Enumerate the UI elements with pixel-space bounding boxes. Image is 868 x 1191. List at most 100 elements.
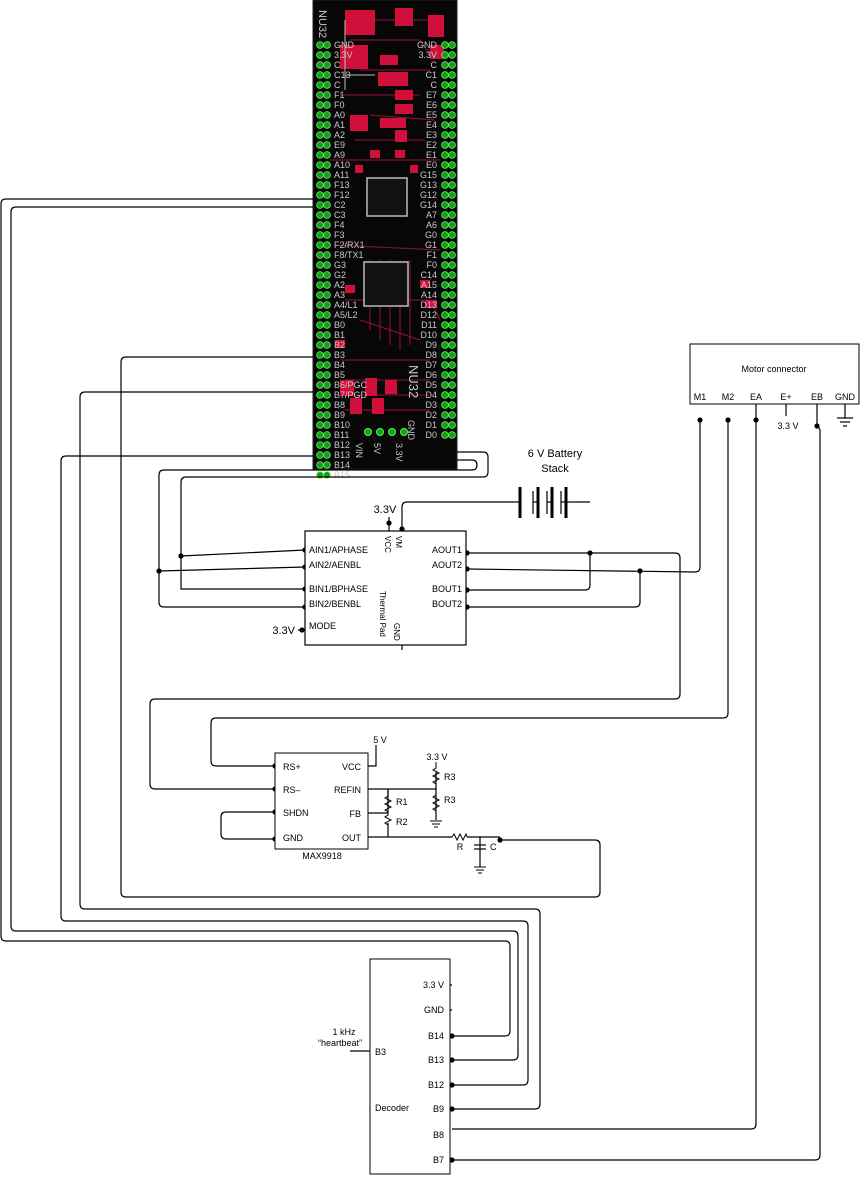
- nu32-left-pin-pad: [323, 131, 331, 139]
- nu32-left-pin-label: A3: [334, 290, 345, 300]
- nu32-left-pin-label: F0: [334, 100, 345, 110]
- nu32-right-pin-pad: [448, 71, 456, 79]
- nu32-right-pin-pad: [441, 251, 449, 259]
- nu32-left-pin-pad: [316, 281, 324, 289]
- nu32-right-pin-label: D0: [425, 430, 437, 440]
- nu32-left-pin-pad: [316, 151, 324, 159]
- nu32-left-pin-pad: [316, 211, 324, 219]
- nu32-left-pin-pad: [323, 431, 331, 439]
- nu32-left-pin-pad: [316, 81, 324, 89]
- driver-pin-ain1: AIN1/APHASE: [309, 545, 368, 555]
- nu32-right-pin-label: E3: [426, 130, 437, 140]
- nu32-right-pin-label: D7: [425, 360, 437, 370]
- motor-pin-m2: M2: [722, 392, 735, 402]
- nu32-right-pin-pad: [448, 171, 456, 179]
- nu32-right-pin-label: D2: [425, 410, 437, 420]
- nu32-right-pin-pads: [441, 41, 456, 439]
- nu32-right-pin-pad: [448, 151, 456, 159]
- motor-pin-ea: EA: [750, 392, 762, 402]
- nu32-left-pin-label: F13: [334, 180, 350, 190]
- driver-pin-vcc: VCC: [383, 536, 392, 553]
- battery-symbol: [513, 487, 573, 518]
- nu32-right-pin-pad: [441, 291, 449, 299]
- driver-gnd: GND: [392, 623, 401, 641]
- max-pin-refin: REFIN: [334, 785, 361, 795]
- nu32-left-pin-pad: [316, 91, 324, 99]
- nu32-bottom-header: VIN 5V 3.3V GND: [354, 420, 416, 462]
- nu32-left-pin-label: A2: [334, 280, 345, 290]
- nu32-right-pin-label: D11: [421, 320, 437, 330]
- nu32-left-pin-pad: [323, 51, 331, 59]
- driver-pin-ain2: AIN2/AENBL: [309, 560, 361, 570]
- nu32-right-pin-pad: [448, 261, 456, 269]
- nu32-left-pin-pad: [316, 381, 324, 389]
- nu32-right-pin-pad: [448, 131, 456, 139]
- nu32-left-pin-pad: [323, 151, 331, 159]
- motor-driver: AIN1/APHASE AIN2/AENBL BIN1/BPHASE BIN2/…: [304, 530, 467, 650]
- nu32-left-pin-pad: [316, 451, 324, 459]
- nu32-left-pin-pad: [316, 221, 324, 229]
- nu32-left-pin-pad: [316, 141, 324, 149]
- nu32-right-pin-label: E1: [426, 150, 437, 160]
- nu32-right-pin-label: C1: [425, 70, 437, 80]
- max-pin-shdn: SHDN: [283, 808, 309, 818]
- decoder-pin-b8: B8: [433, 1130, 444, 1140]
- nu32-left-pin-label: B0: [334, 320, 345, 330]
- nu32-right-pin-pad: [441, 321, 449, 329]
- nu32-left-pin-pad: [323, 231, 331, 239]
- nu32-right-pin-pad: [441, 91, 449, 99]
- nu32-left-pin-label: F1: [334, 90, 345, 100]
- nu32-right-pin-label: D1: [425, 420, 437, 430]
- nu32-left-pin-pad: [323, 61, 331, 69]
- nu32-right-pin-pad: [448, 291, 456, 299]
- nu32-right-pin-label: A7: [426, 210, 437, 220]
- ground-icon: [474, 866, 486, 874]
- nu32-left-pin-label: A10: [334, 160, 350, 170]
- driver-pin-mode: MODE: [309, 621, 336, 631]
- nu32-left-pin-label: 3.3V: [334, 50, 353, 60]
- nu32-left-pin-pad: [323, 221, 331, 229]
- nu32-right-pin-pad: [441, 281, 449, 289]
- nu32-right-pin-pad: [441, 241, 449, 249]
- nu32-left-pin-label: B5: [334, 370, 345, 380]
- driver-vcc-supply-label: 3.3V: [374, 504, 397, 516]
- nu32-left-pin-label: A1: [334, 120, 345, 130]
- motor-pin-gnd: GND: [835, 392, 856, 402]
- wires: [0, 198, 846, 1161]
- nu32-right-pin-pad: [441, 151, 449, 159]
- nu32-right-pin-label: G12: [420, 190, 437, 200]
- nu32-right-pin-pad: [448, 121, 456, 129]
- nu32-right-pin-pad: [441, 301, 449, 309]
- nu32-left-pin-label: A4/L1: [334, 300, 358, 310]
- nu32-left-pin-pad: [323, 361, 331, 369]
- nu32-right-pin-label: E4: [426, 120, 437, 130]
- nu32-left-pin-label: C2: [334, 200, 346, 210]
- nu32-left-pin-pad: [323, 421, 331, 429]
- nu32-right-pin-pad: [441, 341, 449, 349]
- nu32-left-pin-label: C3: [334, 210, 346, 220]
- nu32-left-pin-pad: [316, 131, 324, 139]
- nu32-right-pin-pad: [448, 421, 456, 429]
- nu32-right-pin-label: C: [431, 60, 438, 70]
- driver-pin-bin2: BIN2/BENBL: [309, 599, 361, 609]
- nu32-left-pin-pad: [316, 231, 324, 239]
- nu32-right-pin-pad: [441, 401, 449, 409]
- max-pin-gnd: GND: [283, 833, 304, 843]
- nu32-right-pin-label: A15: [421, 280, 437, 290]
- nu32-right-pin-pad: [441, 421, 449, 429]
- decoder-pin-b3: B3: [375, 1047, 386, 1057]
- nu32-left-pin-pad: [316, 271, 324, 279]
- nu32-left-pin-label: B11: [334, 430, 349, 440]
- nu32-left-pin-pad: [323, 341, 331, 349]
- nu32-left-pin-pad: [323, 371, 331, 379]
- nu32-right-pin-pad: [441, 101, 449, 109]
- nu32-right-pin-label: A14: [421, 290, 437, 300]
- nu32-label-top: NU32: [316, 10, 328, 38]
- decoder-chip: Decoder B3 3.3 V GND B14 B13 B12 B9 B8 B…: [369, 958, 451, 1175]
- nu32-right-pin-pad: [441, 191, 449, 199]
- nu32-right-pin-pad: [448, 251, 456, 259]
- nu32-left-pin-pad: [316, 461, 324, 469]
- nu32-left-pin-pad: [323, 241, 331, 249]
- nu32-right-pin-pad: [441, 201, 449, 209]
